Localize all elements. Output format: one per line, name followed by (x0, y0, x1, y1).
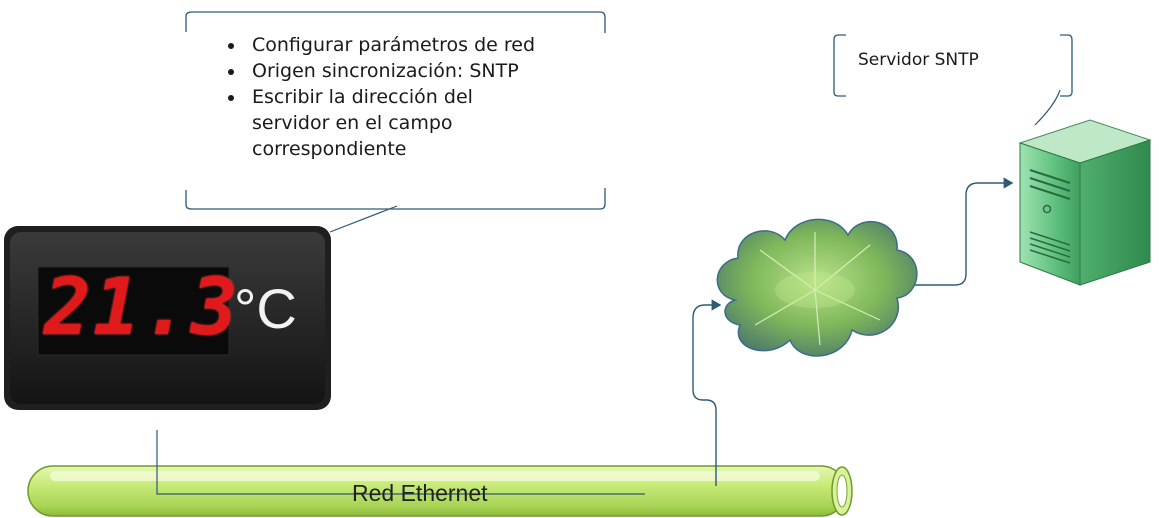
callout-item-network-params: Configurar parámetros de red (246, 32, 588, 58)
callout-item-sync-source: Origen sincronización: SNTP (246, 58, 588, 84)
server-label: Servidor SNTP (858, 50, 979, 70)
server-icon (1018, 119, 1152, 286)
display-unit: °C (234, 277, 297, 340)
display-to-ethernet-line (156, 430, 645, 495)
cloud-icon (716, 218, 918, 357)
server-label-frame (833, 34, 1073, 97)
cloud-to-server-line (908, 177, 1014, 286)
ethernet-label: Red Ethernet (352, 480, 488, 506)
server-label-pointer (1034, 89, 1061, 126)
ethernet-to-cloud-line (692, 299, 722, 486)
ethernet-pipe (27, 465, 853, 517)
led-display (4, 226, 331, 410)
callout-pointer (329, 205, 398, 233)
display-digits: 21.3 (44, 263, 240, 353)
config-callout: Configurar parámetros de red Origen sinc… (188, 32, 588, 162)
callout-frame (185, 11, 606, 210)
callout-item-server-address: Escribir la dirección del servidor en el… (246, 84, 552, 162)
